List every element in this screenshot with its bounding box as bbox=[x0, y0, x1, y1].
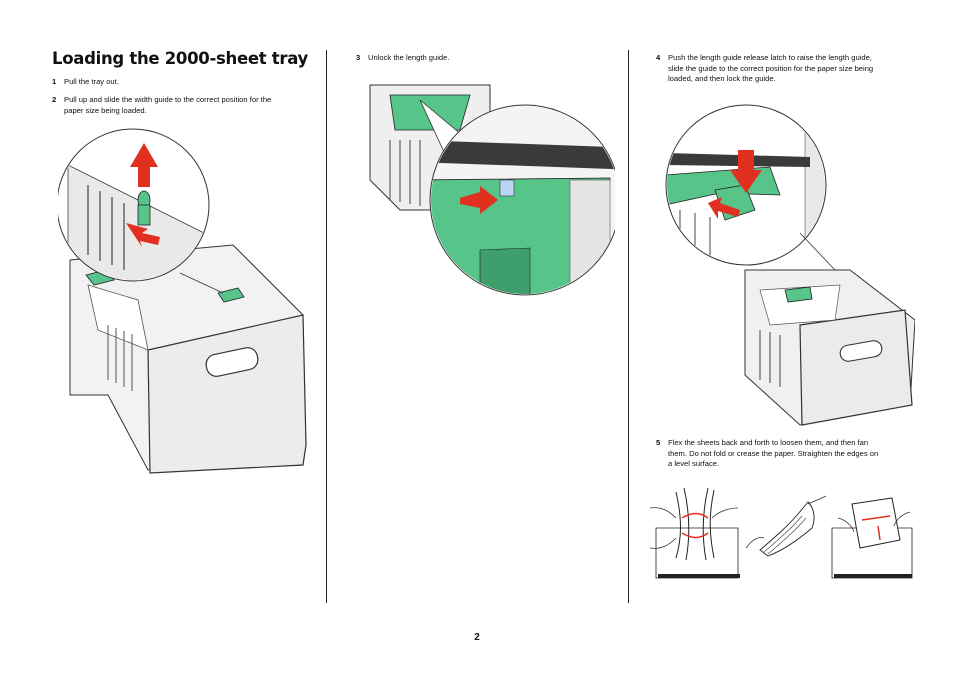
step-line: Unlock the length guide. bbox=[368, 53, 450, 62]
tray-width-guide-illustration bbox=[58, 128, 307, 474]
step-text: Flex the sheets back and forth to loosen… bbox=[668, 438, 878, 470]
page-number: 2 bbox=[474, 632, 480, 643]
step-line: Push the length guide release latch to r… bbox=[668, 53, 872, 62]
length-guide-unlock-illustration bbox=[369, 84, 615, 296]
red-arrow-icon bbox=[126, 223, 160, 247]
step-number: 2 bbox=[52, 95, 57, 104]
step-text: Pull up and slide the width guide to the… bbox=[64, 95, 271, 116]
red-arrow-icon bbox=[681, 532, 709, 539]
red-arrow-icon bbox=[681, 512, 709, 519]
red-arrow-icon bbox=[708, 197, 740, 219]
step-number: 5 bbox=[656, 438, 661, 447]
step-line: Pull the tray out. bbox=[64, 77, 119, 86]
length-guide-latch-illustration bbox=[665, 104, 915, 426]
step-line: paper size being loaded. bbox=[64, 105, 147, 115]
step-line: them. Do not fold or crease the paper. S… bbox=[668, 448, 879, 458]
step-text: Unlock the length guide. bbox=[368, 53, 449, 64]
page-title: Loading the 2000-sheet tray bbox=[52, 49, 308, 68]
column-divider-left bbox=[326, 50, 327, 603]
step-text: Pull the tray out. bbox=[64, 77, 119, 88]
step-number: 3 bbox=[356, 53, 361, 62]
column-divider-right bbox=[628, 50, 629, 603]
red-arrow-icon bbox=[877, 525, 881, 541]
step-line: slide the guide to the correct position … bbox=[668, 63, 874, 73]
red-arrow-icon bbox=[730, 150, 762, 193]
lock-icon bbox=[499, 179, 515, 197]
step-number: 4 bbox=[656, 53, 661, 62]
paper-flex-illustration bbox=[649, 487, 913, 579]
step-line: Flex the sheets back and forth to loosen… bbox=[668, 438, 869, 447]
red-arrow-icon bbox=[861, 515, 891, 521]
step-line: Pull up and slide the width guide to the… bbox=[64, 95, 272, 104]
red-arrow-icon bbox=[130, 143, 158, 187]
step-line: loaded, and then lock the guide. bbox=[668, 74, 776, 83]
step-line: a level surface. bbox=[668, 459, 720, 468]
red-arrow-icon bbox=[460, 186, 498, 214]
step-text: Push the length guide release latch to r… bbox=[668, 53, 873, 85]
step-number: 1 bbox=[52, 77, 57, 86]
